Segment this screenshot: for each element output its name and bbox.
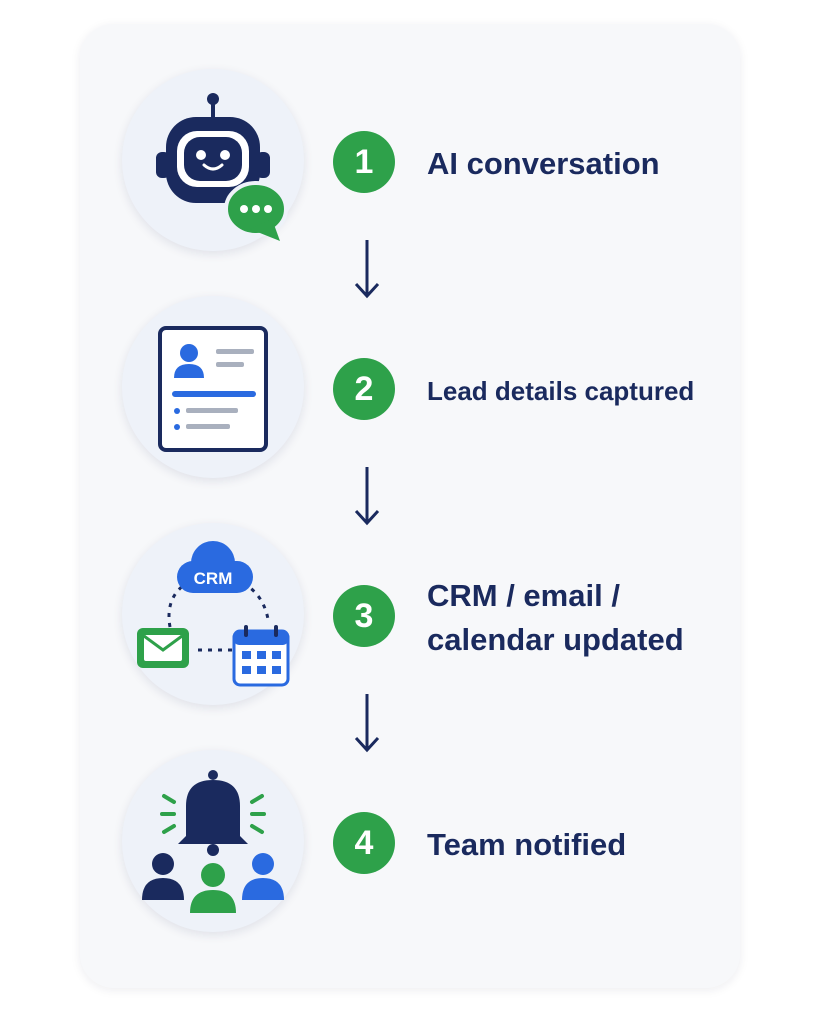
step-label-line-2: calendar updated	[427, 622, 684, 657]
down-arrow-icon	[354, 240, 380, 299]
step-label: CRM / email / calendar updated	[427, 574, 727, 662]
step-number: 2	[333, 358, 395, 420]
person-icon	[190, 863, 236, 913]
crm-integrations-icon: CRM	[137, 541, 290, 687]
flow-card: 1 AI conversation 2 Lead details capture…	[80, 24, 740, 988]
cloud-label: CRM	[194, 569, 233, 588]
step-label: Team notified	[427, 827, 627, 862]
lead-form-icon	[158, 326, 268, 452]
step-number: 4	[333, 812, 395, 874]
team-bell-icon	[142, 770, 284, 913]
step-label-line-1: CRM / email /	[427, 578, 620, 613]
calendar-icon	[232, 625, 290, 687]
step-4-icon-circle	[122, 750, 304, 932]
person-icon	[142, 853, 184, 900]
step-number: 1	[333, 131, 395, 193]
step-4: 4 Team notified	[80, 750, 740, 940]
person-icon	[242, 853, 284, 900]
robot-chat-icon	[156, 93, 288, 241]
bell-icon	[178, 770, 248, 856]
step-label: Lead details captured	[427, 376, 695, 406]
step-number: 3	[333, 585, 395, 647]
step-3: CRM 3	[80, 523, 740, 713]
down-arrow-icon	[354, 467, 380, 526]
step-1-icon-circle	[122, 69, 304, 251]
down-arrow-icon	[354, 694, 380, 753]
step-1: 1 AI conversation	[80, 69, 740, 259]
step-label: AI conversation	[427, 146, 660, 181]
email-icon	[137, 628, 189, 668]
cloud-icon	[177, 541, 253, 593]
step-2-icon-circle	[122, 296, 304, 478]
step-2: 2 Lead details captured	[80, 296, 740, 486]
step-3-icon-circle: CRM	[122, 523, 304, 705]
